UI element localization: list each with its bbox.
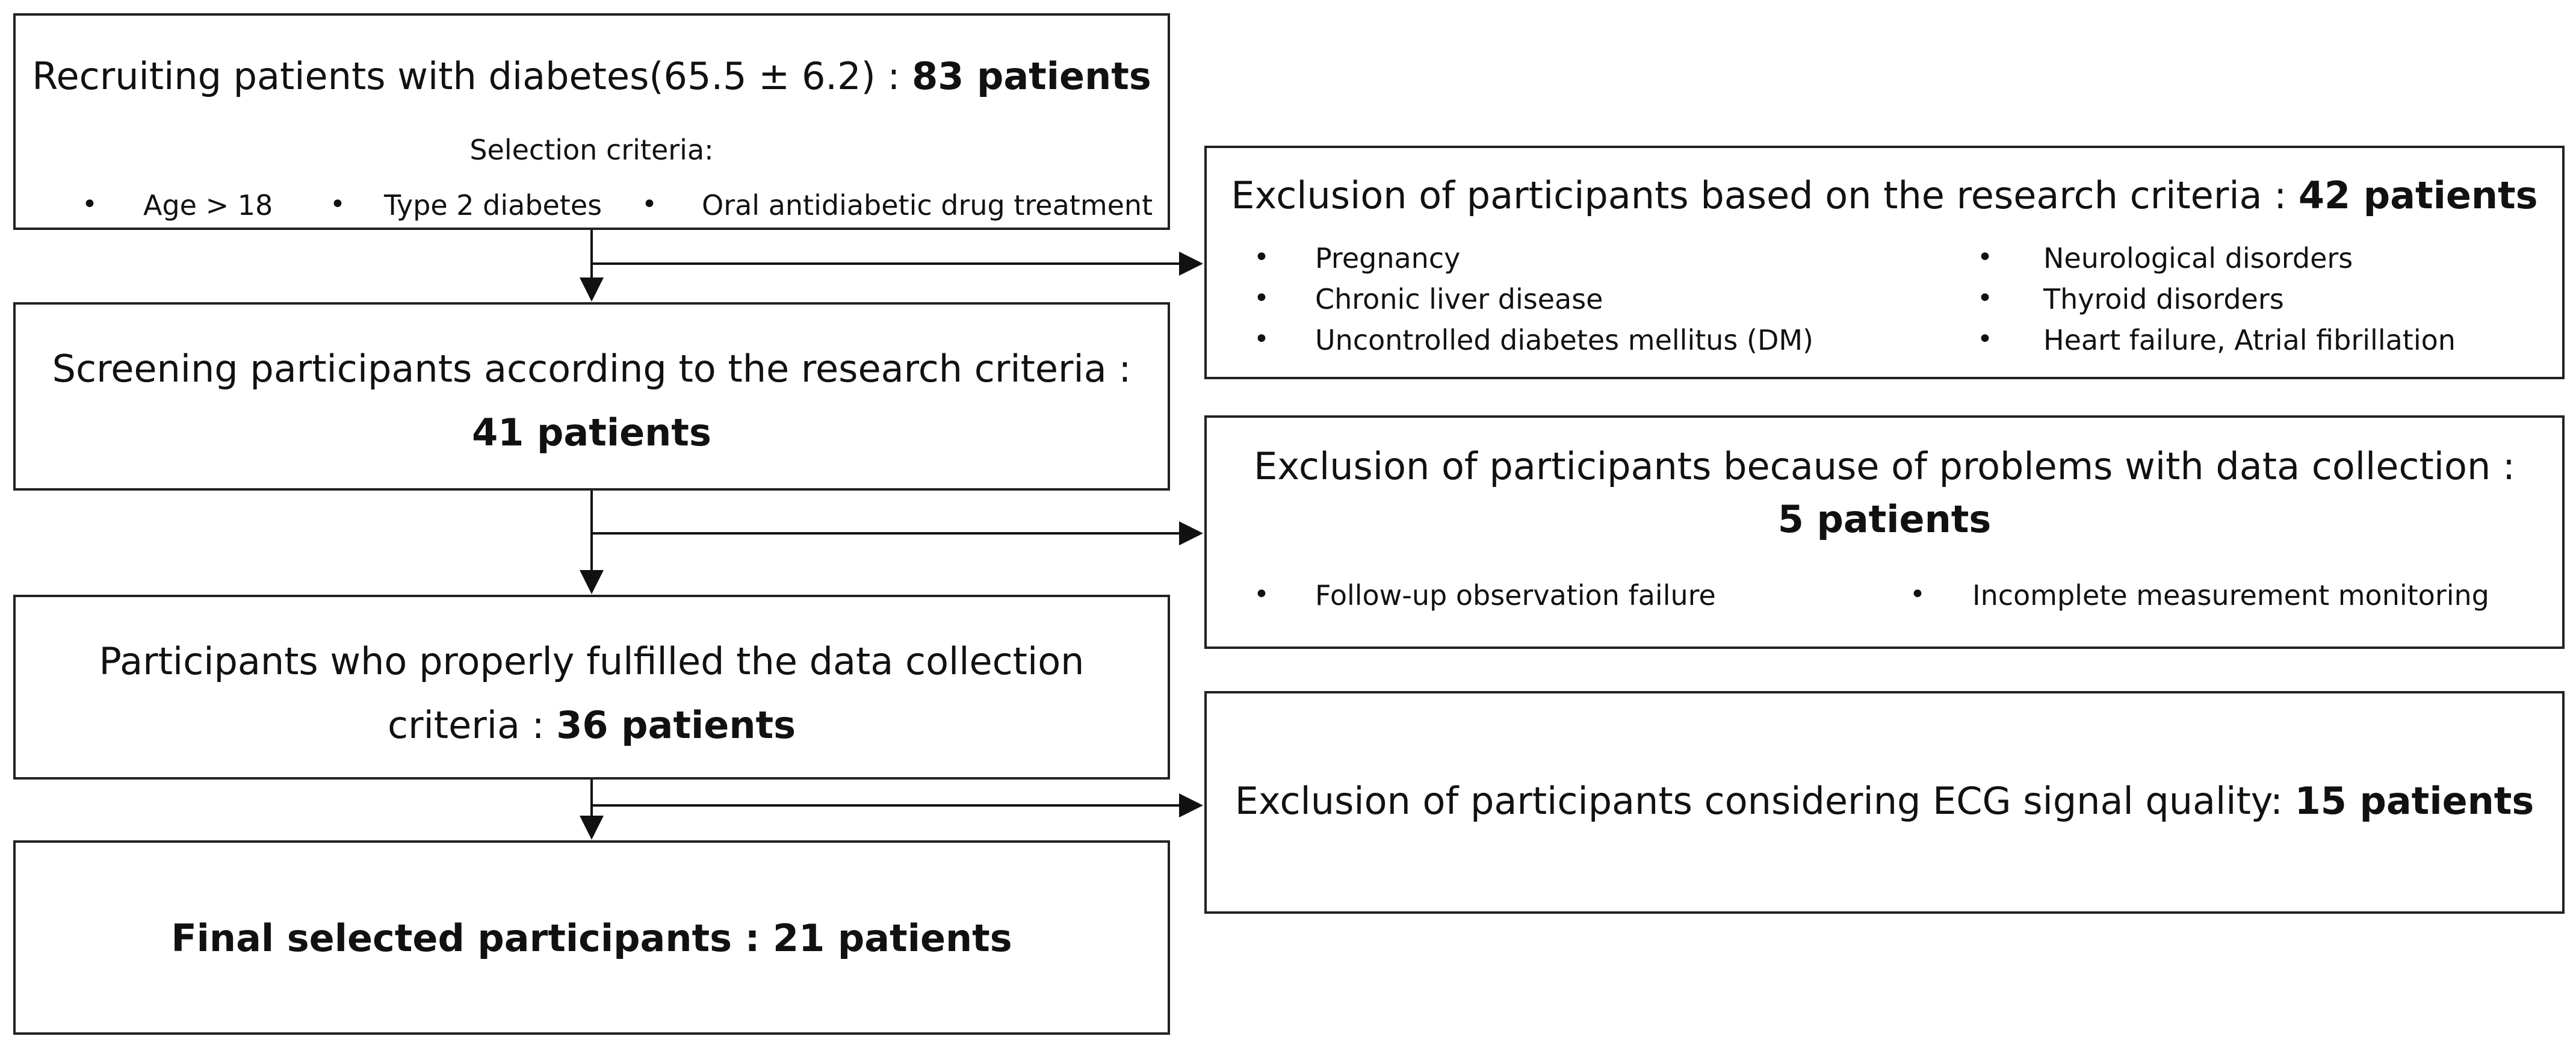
bullet-icon: • <box>1254 242 1269 273</box>
final-selection-box: Final selected participants : 21 patient… <box>13 840 1170 1035</box>
exclusion-ecg-count: 15 patients <box>2294 779 2534 823</box>
recruiting-title: Recruiting patients with diabetes(65.5 ±… <box>16 54 1168 98</box>
exclusion-research-title-text: Exclusion of participants based on the r… <box>1231 173 2287 217</box>
bullet-icon: • <box>1254 579 1269 610</box>
screening-count-value: 41 patients <box>472 411 711 454</box>
exclusion-data-count: 5 patients <box>1207 497 2562 541</box>
bullet-icon: • <box>1977 324 1993 355</box>
exclusion-liver: Chronic liver disease <box>1315 283 1603 315</box>
criterion-oral-drug: Oral antidiabetic drug treatment <box>702 189 1153 222</box>
exclusion-heart: Heart failure, Atrial fibrillation <box>2043 324 2456 356</box>
exclusion-pregnancy: Pregnancy <box>1315 242 1461 274</box>
final-selection-title: Final selected participants : 21 patient… <box>16 916 1168 960</box>
exclusion-ecg-title-text: Exclusion of participants considering EC… <box>1234 779 2283 823</box>
bullet-icon: • <box>1977 242 1993 273</box>
exclusion-data-collection-box: Exclusion of participants because of pro… <box>1204 415 2565 649</box>
bullet-icon: • <box>642 189 657 220</box>
data-collection-title-line2: criteria : 36 patients <box>16 703 1168 747</box>
screening-count: 41 patients <box>16 411 1168 454</box>
exclusion-data-count-value: 5 patients <box>1777 497 1992 541</box>
exclusion-ecg-title: Exclusion of participants considering EC… <box>1207 779 2562 823</box>
screening-title: Screening participants according to the … <box>52 347 1132 391</box>
recruiting-count: 83 patients <box>912 54 1151 98</box>
bullet-icon: • <box>1910 579 1925 610</box>
recruiting-box: Recruiting patients with diabetes(65.5 ±… <box>13 13 1170 230</box>
data-collection-box: Participants who properly fulfilled the … <box>13 595 1170 780</box>
final-selection-count: 21 patients <box>772 916 1012 960</box>
criterion-type2: Type 2 diabetes <box>384 189 602 222</box>
bullet-icon: • <box>1254 283 1269 314</box>
data-collection-count: 36 patients <box>556 703 796 747</box>
exclusion-uncontrolled-dm: Uncontrolled diabetes mellitus (DM) <box>1315 324 1813 356</box>
exclusion-followup: Follow-up observation failure <box>1315 579 1716 612</box>
final-selection-label: Final selected participants : <box>171 916 760 960</box>
screening-box: Screening participants according to the … <box>13 302 1170 491</box>
exclusion-research-count: 42 patients <box>2298 173 2538 217</box>
bullet-icon: • <box>330 189 345 220</box>
exclusion-incomplete-monitoring: Incomplete measurement monitoring <box>1972 579 2489 612</box>
exclusion-data-title: Exclusion of participants because of pro… <box>1254 444 2515 488</box>
recruiting-title-text: Recruiting patients with diabetes(65.5 ±… <box>32 54 900 98</box>
data-collection-criteria-label: criteria : <box>388 703 545 747</box>
exclusion-research-criteria-box: Exclusion of participants based on the r… <box>1204 146 2565 379</box>
bullet-icon: • <box>1254 324 1269 355</box>
bullet-icon: • <box>1977 283 1993 314</box>
data-collection-title-line1: Participants who properly fulfilled the … <box>99 639 1085 683</box>
exclusion-research-title: Exclusion of participants based on the r… <box>1207 173 2562 217</box>
exclusion-neurological: Neurological disorders <box>2043 242 2353 274</box>
selection-criteria-heading: Selection criteria: <box>469 134 714 166</box>
criterion-age: Age > 18 <box>143 189 273 222</box>
bullet-icon: • <box>82 189 98 220</box>
exclusion-ecg-quality-box: Exclusion of participants considering EC… <box>1204 691 2565 914</box>
exclusion-thyroid: Thyroid disorders <box>2043 283 2284 315</box>
